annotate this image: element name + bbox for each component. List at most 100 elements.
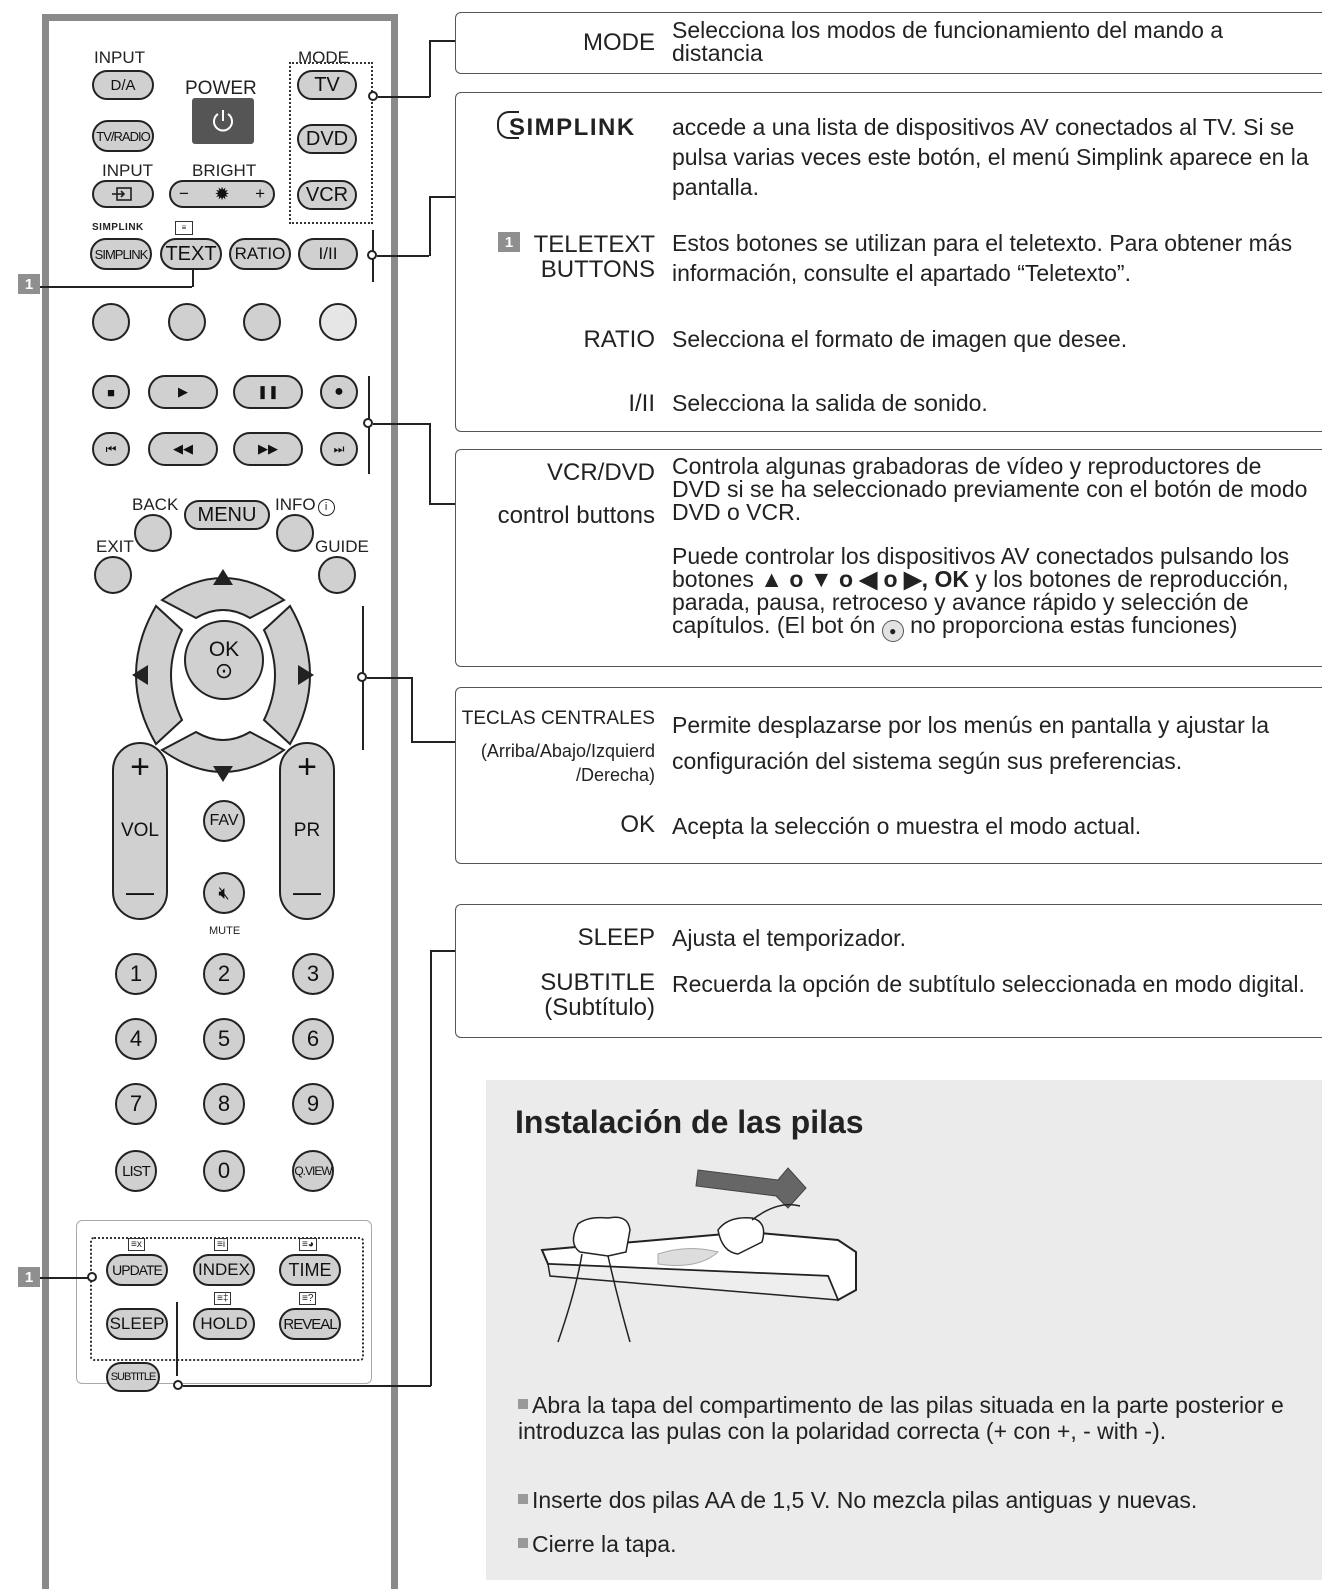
sleep-connector-h: [183, 1385, 431, 1387]
input-label: INPUT: [94, 48, 145, 67]
teclas-term-3: /Derecha): [575, 765, 655, 785]
play-icon: ▶: [178, 384, 188, 399]
navigation-panel: [455, 687, 1322, 864]
stop-button[interactable]: ■: [92, 375, 130, 409]
mode-term: MODE: [583, 29, 655, 56]
mute-button[interactable]: 🔇︎: [203, 872, 245, 914]
digit-7-button[interactable]: 7: [115, 1083, 157, 1125]
sleep-button[interactable]: SLEEP: [106, 1308, 168, 1340]
sleep-connector-dot: [173, 1380, 183, 1390]
list-button[interactable]: LIST: [115, 1150, 157, 1192]
menu-button[interactable]: MENU: [184, 500, 270, 530]
digit-8-button[interactable]: 8: [203, 1083, 245, 1125]
program-up-icon: +: [297, 748, 317, 786]
skip-forward-icon: ⏭: [333, 441, 345, 456]
program-down-icon: —: [293, 876, 321, 907]
power-button[interactable]: [192, 98, 254, 144]
program-rocker[interactable]: + PR —: [279, 742, 335, 920]
sleep-subtitle-bar: [176, 1302, 178, 1376]
digit-1-button[interactable]: 1: [115, 953, 157, 995]
bright-label: BRIGHT: [192, 161, 257, 180]
vcr-button[interactable]: VCR: [297, 180, 357, 210]
ok-key-text: OK: [934, 566, 969, 592]
battery-step-1: Abra la tapa del compartimento de las pi…: [518, 1392, 1284, 1445]
qview-button[interactable]: Q.VIEW: [292, 1150, 334, 1192]
ok-button[interactable]: OK ⊙: [184, 620, 264, 700]
time-button[interactable]: TIME: [279, 1254, 341, 1286]
da-button[interactable]: D/A: [92, 70, 154, 100]
digit-3-button[interactable]: 3: [292, 953, 334, 995]
hold-button[interactable]: HOLD: [193, 1308, 255, 1340]
sleep-connector-h2: [430, 950, 456, 952]
subtitle-description: Recuerda la opción de subtítulo seleccio…: [672, 971, 1305, 997]
subtitle-button[interactable]: SUBTITLE: [106, 1362, 160, 1392]
update-button[interactable]: UPDATE: [106, 1254, 168, 1286]
text-button[interactable]: TEXT: [160, 238, 222, 270]
down-arrow-icon: [213, 766, 233, 782]
digit-4-button[interactable]: 4: [115, 1018, 157, 1060]
skip-forward-button[interactable]: ⏭: [320, 432, 358, 466]
pause-icon: ❚❚: [257, 384, 279, 399]
bright-button[interactable]: − ✹ +: [169, 180, 275, 208]
down-arrow-button[interactable]: [160, 730, 286, 773]
rewind-button[interactable]: ◀◀: [148, 432, 218, 466]
left-arrow-icon: [132, 665, 148, 685]
red-button[interactable]: [92, 303, 130, 341]
back-label: BACK: [132, 495, 179, 514]
skip-back-button[interactable]: ⏮: [92, 432, 130, 466]
simplink-description: accede a una lista de dispositivos AV co…: [672, 114, 1309, 200]
dpad-connector-h: [367, 677, 412, 679]
yellow-button[interactable]: [243, 303, 281, 341]
marker-top-line-v: [192, 270, 194, 287]
simplink-connector-dot: [367, 250, 377, 260]
digit-6-button[interactable]: 6: [292, 1018, 334, 1060]
exit-button[interactable]: [94, 556, 132, 594]
simplink-button[interactable]: SIMPLINK: [90, 238, 152, 270]
ratio-button[interactable]: RATIO: [229, 238, 291, 270]
back-button[interactable]: [134, 514, 172, 552]
up-arrow-button[interactable]: [160, 577, 286, 620]
mute-icon: 🔇︎: [218, 882, 230, 903]
exit-label: EXIT: [96, 537, 134, 556]
simplink-connector-h: [377, 255, 429, 257]
volume-rocker[interactable]: + VOL —: [112, 742, 168, 920]
input-source-button[interactable]: [92, 180, 154, 208]
blue-button[interactable]: [319, 303, 357, 341]
digit-2-button[interactable]: 2: [203, 953, 245, 995]
pause-button[interactable]: ❚❚: [233, 375, 303, 409]
fastforward-icon: ▶▶: [258, 441, 278, 456]
info-button[interactable]: [276, 514, 314, 552]
guide-button[interactable]: [318, 556, 356, 594]
reveal-teletext-icon: ≡?: [299, 1292, 317, 1305]
digit-9-button[interactable]: 9: [292, 1083, 334, 1125]
tvradio-button[interactable]: TV/RADIO: [92, 120, 154, 152]
sleep-description: Ajusta el temporizador.: [672, 925, 906, 951]
reveal-button[interactable]: REVEAL: [279, 1308, 341, 1340]
dvd-button[interactable]: DVD: [297, 124, 357, 154]
record-button[interactable]: ●: [320, 375, 358, 409]
dpad-connector-dot: [357, 672, 367, 682]
index-teletext-icon: ≡i: [214, 1238, 229, 1251]
green-button[interactable]: [168, 303, 206, 341]
mode-connector-h2: [429, 40, 456, 42]
guide-label: GUIDE: [315, 537, 369, 556]
right-arrow-button[interactable]: [262, 604, 311, 746]
pr-label: PR: [293, 820, 321, 841]
fastforward-button[interactable]: ▶▶: [233, 432, 303, 466]
marker-top-line: [40, 286, 192, 288]
fav-button[interactable]: FAV: [203, 800, 245, 842]
digit-5-button[interactable]: 5: [203, 1018, 245, 1060]
left-arrow-button[interactable]: [135, 604, 184, 746]
teclas-term-2: (Arriba/Abajo/Izquierd: [480, 741, 655, 761]
simplink-logo-small: SIMPLINK: [92, 222, 144, 233]
brightness-icon: ✹: [214, 183, 230, 204]
play-button[interactable]: ▶: [148, 375, 218, 409]
volume-up-icon: +: [130, 748, 150, 786]
bottom-button-group: [76, 1220, 372, 1384]
hold-teletext-icon: ≡‡: [214, 1292, 232, 1305]
tv-button[interactable]: TV: [297, 70, 357, 100]
i-ii-button[interactable]: I/II: [298, 238, 358, 270]
index-button[interactable]: INDEX: [193, 1254, 255, 1286]
digit-0-button[interactable]: 0: [203, 1150, 245, 1192]
